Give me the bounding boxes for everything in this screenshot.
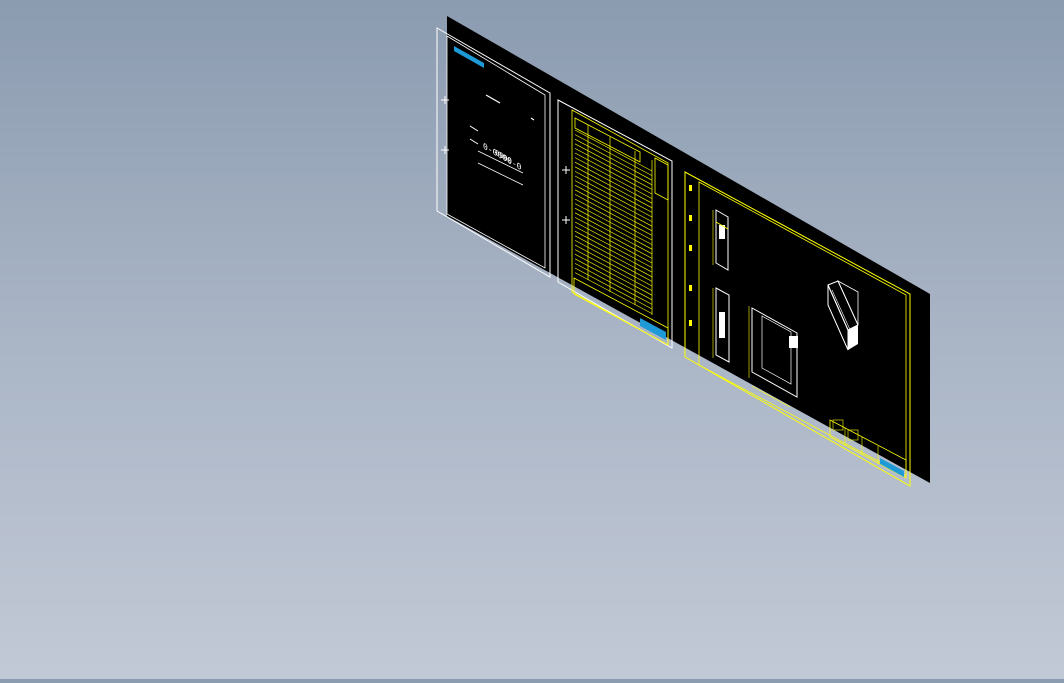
brand-logo-icon <box>454 46 484 68</box>
cover-sheet-inner-frame <box>446 35 546 269</box>
list-title-logo-icon <box>640 318 666 340</box>
list-table-header <box>574 117 641 163</box>
drawing-sheet-outer-frame <box>684 171 911 487</box>
part-isometric-view <box>827 280 859 351</box>
part-front-view <box>712 209 729 271</box>
cover-underline <box>477 162 524 186</box>
drawing-title-block <box>829 419 907 479</box>
list-sheet-outer-frame <box>557 99 673 349</box>
list-sheet[interactable] <box>557 99 673 349</box>
list-title-block <box>573 277 669 346</box>
cover-underline <box>477 150 524 174</box>
cover-sheet-outer-frame <box>436 27 551 278</box>
drawing-title-logo-icon <box>880 458 904 477</box>
drawing-margin-markers <box>689 185 692 326</box>
cover-title-marks <box>469 94 535 145</box>
part-main-view <box>748 306 798 408</box>
drawing-sheet-backplane <box>447 16 930 483</box>
list-side-title-block <box>654 157 669 201</box>
part-side-view <box>712 287 730 363</box>
drawing-sheet[interactable] <box>684 171 911 487</box>
